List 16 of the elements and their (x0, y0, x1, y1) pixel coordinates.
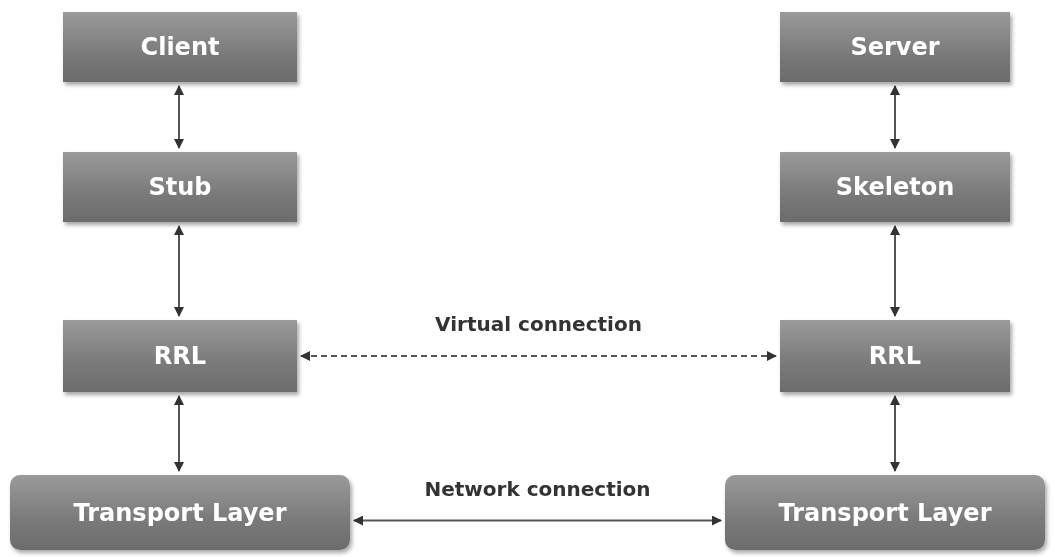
process-box: Transport Layer (10, 475, 350, 550)
process-box: Transport Layer (725, 475, 1045, 550)
arrow (890, 225, 900, 317)
process-box: RRL (63, 320, 297, 392)
process-box: Skeleton (780, 152, 1010, 222)
process-box: Stub (63, 152, 297, 222)
arrow (174, 395, 184, 472)
arrow (353, 515, 722, 526)
process-box: Server (780, 12, 1010, 82)
arrow (174, 85, 184, 149)
arrow (890, 395, 900, 472)
process-box: RRL (780, 320, 1010, 392)
dashed-arrow (300, 351, 777, 361)
arrow (174, 225, 184, 317)
arrow (890, 85, 900, 149)
process-box: Client (63, 12, 297, 82)
